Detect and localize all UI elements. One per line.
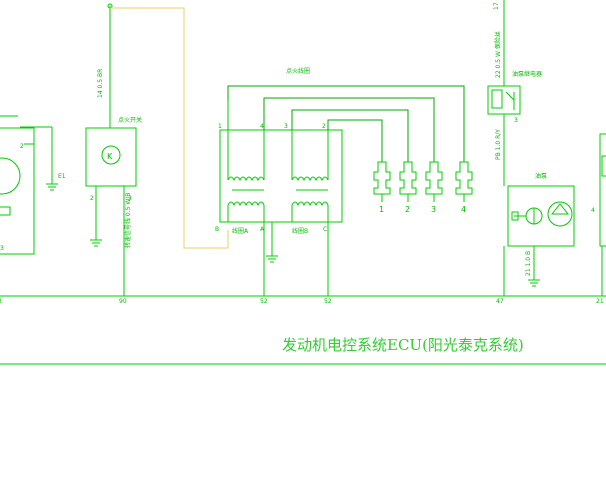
bus-number-47: 47 xyxy=(496,298,504,305)
left-sensor-component: 2 E1 3 xyxy=(0,115,66,255)
spark-plug-3 xyxy=(425,161,443,202)
spark-plug-4 xyxy=(455,161,473,202)
coil-label: 点火线圈 xyxy=(286,67,310,75)
plug-number-3: 3 xyxy=(431,205,436,214)
spark-plug-1 xyxy=(373,161,391,202)
svg-text:油泵继电器: 油泵继电器 xyxy=(512,70,542,78)
high-tension-wires xyxy=(227,85,465,162)
svg-text:转速信号线 0.5 W/B: 转速信号线 0.5 W/B xyxy=(124,193,132,248)
plug-number-2: 2 xyxy=(405,205,410,214)
bus-number-52a: 52 xyxy=(260,298,268,305)
svg-text:PB 1.0 R/Y: PB 1.0 R/Y xyxy=(495,129,502,160)
relay-and-pump: 17 22 0.5 W 保险丝 油泵继电器 3 PB 1.0 R/Y 油泵 21… xyxy=(487,0,595,296)
right-partial-component xyxy=(599,133,606,296)
coil-pin-4: 4 xyxy=(260,123,264,130)
plug-number-1: 1 xyxy=(379,205,384,214)
ignition-coil-assembly: 1 4 3 2 B A C 线圈A 线圈B 点火线圈 xyxy=(215,67,343,296)
spark-plugs: 1 2 3 4 xyxy=(373,161,473,214)
spark-plug-2 xyxy=(399,161,417,202)
sensor-k-pin-3: 3 xyxy=(128,195,132,202)
sensor-k-component: 14 0.5 BR 点火开关 K 2 3 转速信号线 0.5 W/B xyxy=(85,3,142,296)
svg-text:油泵: 油泵 xyxy=(535,172,547,180)
diagram-title: 发动机电控系统ECU(阳光泰克系统) xyxy=(282,336,524,354)
bus-number-21: 21 xyxy=(596,298,604,305)
coil-pin-1: 1 xyxy=(218,123,222,130)
right-pin-label: 4 xyxy=(591,207,595,214)
svg-text:22 0.5 W 保险丝: 22 0.5 W 保险丝 xyxy=(494,31,502,78)
yellow-signal-wire xyxy=(110,7,229,249)
ground-label: E1 xyxy=(58,173,66,180)
coil-pin-2: 2 xyxy=(322,123,326,130)
svg-text:点火开关: 点火开关 xyxy=(118,116,142,124)
sensor-k-pin-2: 2 xyxy=(90,195,94,202)
svg-text:17: 17 xyxy=(493,2,500,10)
sensor-k-glyph: K xyxy=(107,152,113,161)
svg-text:14 0.5 BR: 14 0.5 BR xyxy=(97,69,104,98)
svg-text:21 1.0 B: 21 1.0 B xyxy=(525,251,532,276)
left-pin-label-b: 3 xyxy=(0,245,4,252)
coil-pin-a: A xyxy=(260,226,265,233)
bus-number-3: 3 xyxy=(0,298,2,305)
left-pin-label: 2 xyxy=(20,143,24,150)
svg-text:线圈B: 线圈B xyxy=(292,227,308,235)
coil-pin-c: C xyxy=(323,226,327,233)
coil-pin-b: B xyxy=(215,226,219,233)
svg-text:线圈A: 线圈A xyxy=(232,227,249,235)
relay-pin: 3 xyxy=(514,117,518,124)
coil-pin-3: 3 xyxy=(284,123,288,130)
plug-number-4: 4 xyxy=(461,205,466,214)
bus-number-52b: 52 xyxy=(324,298,332,305)
bus-number-90: 90 xyxy=(119,298,127,305)
